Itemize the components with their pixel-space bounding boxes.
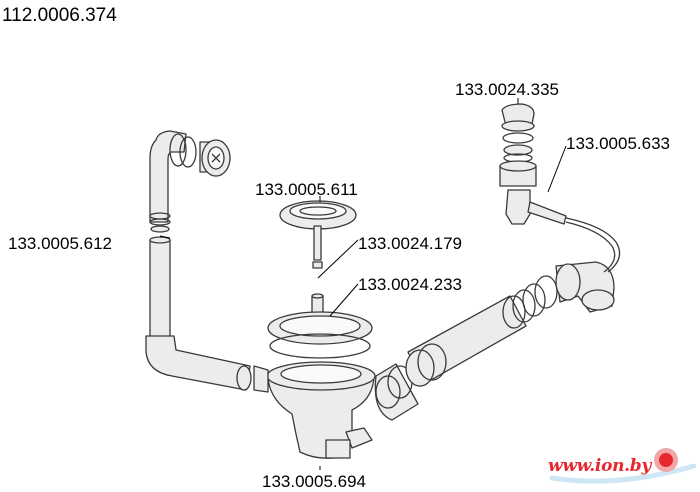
basket-outlet-part [253,361,376,459]
part-label-overflow-hose: 133.0005.612 [8,234,112,253]
watermark-swoosh-icon [549,448,696,484]
leader-lines [159,98,567,470]
part-label-strainer-ring: 133.0024.233 [358,275,462,294]
strainer-plug-part [279,200,357,230]
drain-knob-part [499,103,567,225]
part-label-basket-outlet: 133.0005.694 [262,472,366,491]
watermark: www.ion.by [548,444,696,488]
overflow-hose-part [145,130,252,391]
cable-part [565,217,621,273]
assembly-number: 112.0006.374 [2,5,117,26]
strainer-ring-part [267,311,373,359]
watermark-text: www.ion.by [548,456,651,476]
part-label-drain-knob: 133.0024.335 [455,80,559,99]
part-label-stem: 133.0024.179 [358,234,462,253]
overflow-cap-part [169,133,231,177]
stem-part [311,225,324,321]
part-label-cable: 133.0005.633 [566,134,670,153]
part-label-strainer-plug: 133.0005.611 [255,180,358,199]
outlet-pipe-part [374,261,615,421]
